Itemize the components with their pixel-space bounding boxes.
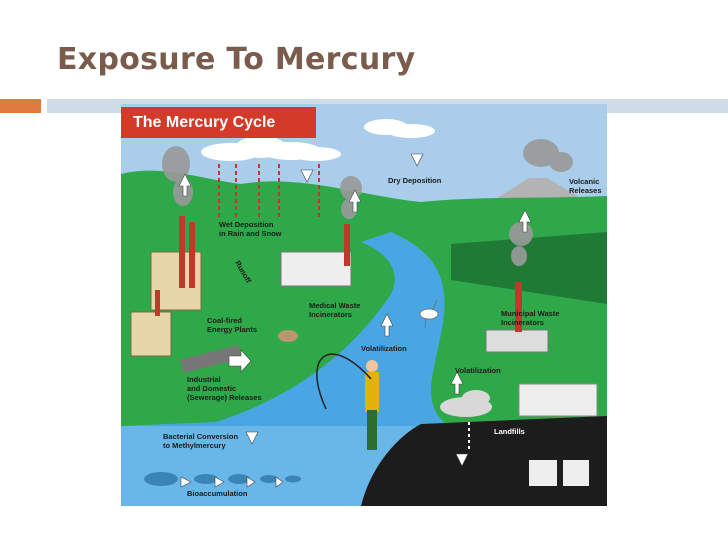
landfill-pile <box>440 390 492 417</box>
label-dry-deposition: Dry Deposition <box>388 176 442 185</box>
fisherman <box>365 360 379 450</box>
label-coal-fired: Coal-fired Energy Plants <box>207 316 258 334</box>
title-accent-bar <box>0 99 41 113</box>
fish <box>144 472 301 486</box>
rain <box>218 164 320 219</box>
agency-logo <box>529 460 557 486</box>
label-wet-deposition: Wet Deposition in Rain and Snow <box>219 220 282 238</box>
fishing-rod <box>316 353 372 410</box>
bird <box>278 330 298 342</box>
cloud-top <box>364 119 435 138</box>
state-logo <box>563 460 589 486</box>
label-volatilization-water: Volatilization <box>361 344 407 353</box>
truck <box>518 383 598 417</box>
label-volcanic-releases: Volcanic Releases <box>569 177 602 195</box>
municipal-incinerator <box>485 329 549 353</box>
mercury-cycle-diagram: The Mercury Cycle Dry Deposition Volcani… <box>121 104 607 506</box>
diagram-title: The Mercury Cycle <box>121 107 316 138</box>
medical-waste-building <box>280 251 352 287</box>
slide-title: Exposure To Mercury <box>57 42 416 77</box>
flow-arrow <box>178 153 532 488</box>
sewer-pipe <box>180 344 242 374</box>
label-bioaccumulation: Bioaccumulation <box>187 489 248 498</box>
label-volatilization-landfill: Volatilization <box>455 366 501 375</box>
label-industrial-releases: Industrial and Domestic (Sewerage) Relea… <box>187 375 262 402</box>
label-bacterial-conversion: Bacterial Conversion to Methylmercury <box>163 432 239 450</box>
forest <box>451 232 607 304</box>
rain-cloud <box>201 136 341 161</box>
heron <box>419 299 439 329</box>
label-municipal-waste: Municipal Waste Incinerators <box>501 309 560 327</box>
label-landfills: Landfills <box>494 427 525 436</box>
label-medical-waste: Medical Waste Incinerators <box>309 301 361 319</box>
coal-plant <box>130 216 202 357</box>
